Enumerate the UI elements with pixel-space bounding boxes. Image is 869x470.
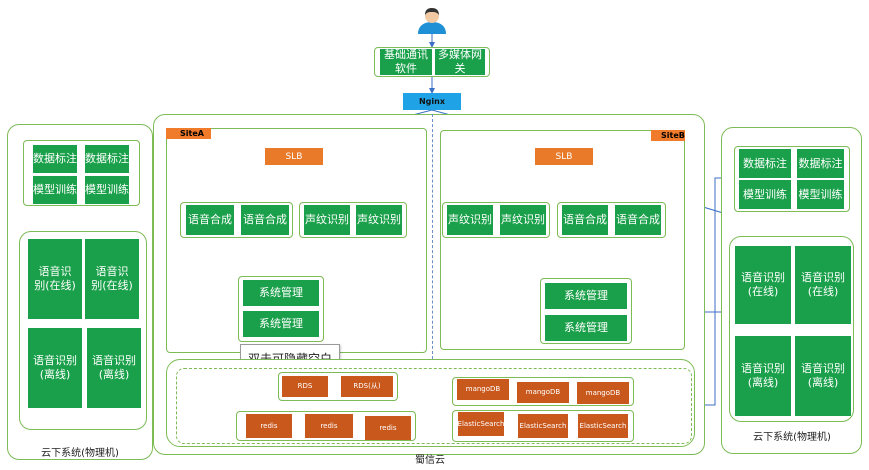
right-data-label-1[interactable]: 数据标注 [739, 149, 791, 178]
site-b-voice-synth-2[interactable]: 语音合成 [615, 205, 661, 235]
site-b-voice-synth-1[interactable]: 语音合成 [562, 205, 608, 235]
site-b-voiceprint-1[interactable]: 声纹识别 [447, 205, 493, 235]
left-data-label-2[interactable]: 数据标注 [85, 145, 129, 173]
left-data-label-1[interactable]: 数据标注 [33, 145, 77, 173]
user-avatar-icon [415, 6, 449, 34]
site-b-sysmgmt-1[interactable]: 系统管理 [545, 283, 627, 309]
site-a-sysmgmt-1[interactable]: 系统管理 [243, 280, 319, 306]
left-asr-online-1[interactable]: 语音识别(在线) [28, 239, 82, 319]
mongodb-box-3[interactable]: mangoDB [577, 382, 629, 404]
left-asr-offline-2[interactable]: 语音识别(离线) [87, 328, 141, 408]
site-a-tag: SiteA [166, 128, 211, 139]
site-a-voice-synth-1[interactable]: 语音合成 [186, 205, 234, 235]
redis-box-3[interactable]: redis [365, 416, 411, 440]
basic-comm-software-box[interactable]: 基础通讯软件 [380, 48, 432, 75]
left-offline-caption: 云下系统(物理机) [41, 448, 119, 459]
right-model-train-1[interactable]: 模型训练 [739, 180, 791, 209]
right-offline-caption: 云下系统(物理机) [753, 432, 831, 443]
right-asr-offline-1[interactable]: 语音识别(离线) [735, 336, 791, 416]
site-a-voiceprint-1[interactable]: 声纹识别 [304, 205, 350, 235]
nginx-box[interactable]: Nginx [403, 93, 461, 110]
mongodb-box-2[interactable]: mangoDB [517, 382, 569, 403]
right-asr-online-1[interactable]: 语音识别(在线) [735, 246, 791, 324]
site-a-voice-synth-2[interactable]: 语音合成 [241, 205, 289, 235]
rds-box[interactable]: RDS [282, 376, 328, 397]
right-asr-online-2[interactable]: 语音识别(在线) [795, 246, 851, 324]
site-a-slb[interactable]: SLB [265, 148, 323, 165]
left-asr-online-2[interactable]: 语音识别(在线) [85, 239, 139, 319]
redis-box-1[interactable]: redis [246, 414, 292, 438]
left-model-train-2[interactable]: 模型训练 [85, 176, 129, 204]
site-a-sysmgmt-2[interactable]: 系统管理 [243, 311, 319, 337]
right-data-label-2[interactable]: 数据标注 [797, 149, 844, 178]
mongodb-box-1[interactable]: mangoDB [457, 379, 509, 400]
site-divider [432, 114, 433, 359]
elasticsearch-box-2[interactable]: ElasticSearch [518, 414, 568, 438]
right-asr-offline-2[interactable]: 语音识别(离线) [795, 336, 851, 416]
site-b-voiceprint-2[interactable]: 声纹识别 [500, 205, 546, 235]
left-model-train-1[interactable]: 模型训练 [33, 176, 77, 204]
redis-box-2[interactable]: redis [305, 414, 353, 438]
elasticsearch-box-3[interactable]: ElasticSearch [578, 414, 628, 438]
right-model-train-2[interactable]: 模型训练 [797, 180, 844, 209]
multimedia-gateway-box[interactable]: 多媒体网关 [435, 48, 485, 75]
site-b-sysmgmt-2[interactable]: 系统管理 [545, 315, 627, 341]
site-b-tag: SiteB [651, 130, 685, 141]
cloud-caption: 蜀信云 [415, 455, 445, 466]
storage-dashed-area [176, 368, 692, 444]
rds-slave-box[interactable]: RDS(从) [341, 376, 393, 397]
site-a-voiceprint-2[interactable]: 声纹识别 [356, 205, 402, 235]
site-b-slb[interactable]: SLB [535, 148, 593, 165]
left-asr-offline-1[interactable]: 语音识别(离线) [28, 328, 82, 408]
elasticsearch-box-1[interactable]: ElasticSearch [458, 412, 504, 436]
